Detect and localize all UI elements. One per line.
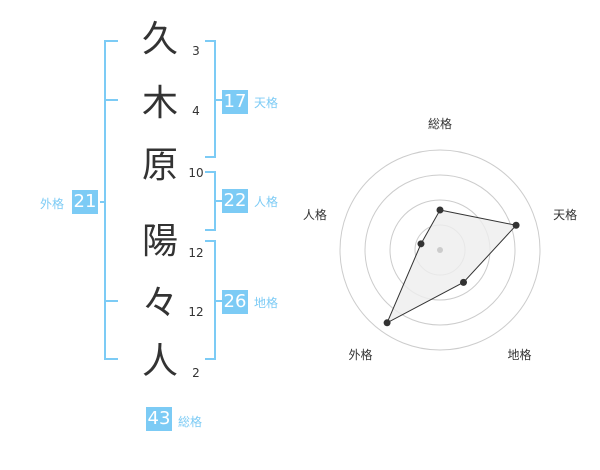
gaikaku-label: 外格 <box>40 197 65 211</box>
soukaku-label: 総格 <box>178 415 203 429</box>
name-char-6: 人 <box>141 341 178 382</box>
gaikaku-bracket-stub <box>100 201 106 203</box>
radar-point-3 <box>460 278 468 286</box>
soukaku-badge: 43 <box>146 407 172 431</box>
tenkaku-label: 天格 <box>254 96 279 110</box>
radar-series-polygon <box>386 209 518 324</box>
chikaku-badge: 26 <box>222 290 248 314</box>
stroke-count-3: 10 <box>188 166 204 180</box>
stroke-count-5: 12 <box>188 305 204 319</box>
gaikaku-bracket-tick-1 <box>104 99 118 101</box>
gaikaku-badge: 21 <box>72 190 98 214</box>
radar-point-4 <box>383 319 391 327</box>
tenkaku-bracket <box>205 40 216 158</box>
stroke-count-6: 2 <box>192 366 200 380</box>
radar-axis-label-5: 人格 <box>303 207 327 222</box>
jinkaku-bracket-tick <box>216 200 222 202</box>
tenkaku-bracket-tick <box>216 99 222 101</box>
jinkaku-badge: 22 <box>222 189 248 213</box>
radar-center-dot <box>437 247 443 253</box>
stroke-count-1: 3 <box>192 44 200 58</box>
jinkaku-bracket <box>205 171 216 231</box>
radar-ring <box>364 174 516 326</box>
radar-axis-label-4: 外格 <box>348 347 372 362</box>
tenkaku-badge: 17 <box>222 90 248 114</box>
jinkaku-label: 人格 <box>254 195 279 209</box>
chikaku-bracket <box>205 240 216 360</box>
gaikaku-bracket-tick-2 <box>104 300 118 302</box>
radar-axis-label-2: 天格 <box>553 207 577 222</box>
chikaku-label: 地格 <box>254 296 279 310</box>
chikaku-bracket-tick <box>216 300 222 302</box>
radar-axis-label-1: 総格 <box>428 116 452 131</box>
name-char-5: 々 <box>141 283 178 324</box>
gaikaku-bracket <box>104 40 118 360</box>
stroke-count-2: 4 <box>192 104 200 118</box>
name-char-1: 久 <box>141 19 178 60</box>
name-char-2: 木 <box>141 83 178 124</box>
radar-point-1 <box>436 206 444 214</box>
radar-point-2 <box>512 221 520 229</box>
stroke-count-4: 12 <box>188 246 204 260</box>
name-char-3: 原 <box>141 145 178 186</box>
radar-point-5 <box>417 240 425 248</box>
name-char-4: 陽 <box>141 221 178 262</box>
radar-axis-label-3: 地格 <box>508 347 532 362</box>
radar-ring <box>339 149 541 351</box>
